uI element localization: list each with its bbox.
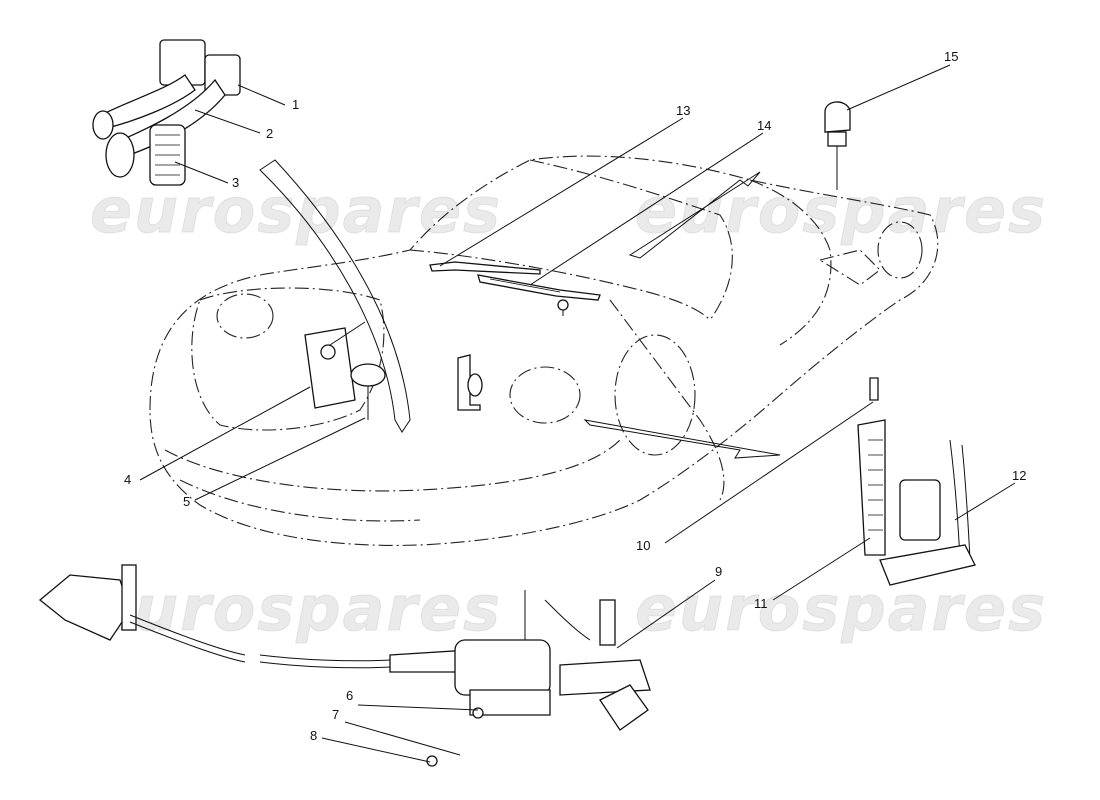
relay-bracket [857,377,976,586]
callout-11: 11 [754,596,768,611]
washer-pump-knob [824,101,851,190]
callout-13: 13 [676,103,690,118]
watermark-top-right: eurospares [635,174,1047,247]
watermark-bottom-left: eurospares [90,572,502,645]
callout-12: 12 [1012,468,1026,483]
callout-9: 9 [715,564,722,579]
callout-4: 4 [124,472,131,487]
watermark-layer: eurospares eurospares eurospares eurospa… [90,174,1047,646]
callout-2: 2 [266,126,273,141]
callout-7: 7 [332,707,339,722]
callout-15: 15 [944,49,958,64]
callout-1: 1 [292,97,299,112]
watermark-bottom-right: eurospares [635,572,1047,645]
callout-10: 10 [636,538,650,553]
assembly-arrows [259,159,781,459]
callout-6: 6 [346,688,353,703]
washer-bracket-and-cap [304,321,386,420]
watermark-top-left: eurospares [90,174,502,247]
callout-labels: 1 2 3 4 5 6 7 8 9 10 11 12 13 14 15 [124,49,1026,743]
leader-lines [139,64,1016,763]
wiper-motor-assembly [38,564,651,767]
callout-5: 5 [183,494,190,509]
callout-8: 8 [310,728,317,743]
center-fittings [457,299,569,411]
callout-14: 14 [757,118,771,133]
wiper-assembly [429,261,601,301]
callout-3: 3 [232,175,239,190]
horn-assembly [92,39,241,186]
